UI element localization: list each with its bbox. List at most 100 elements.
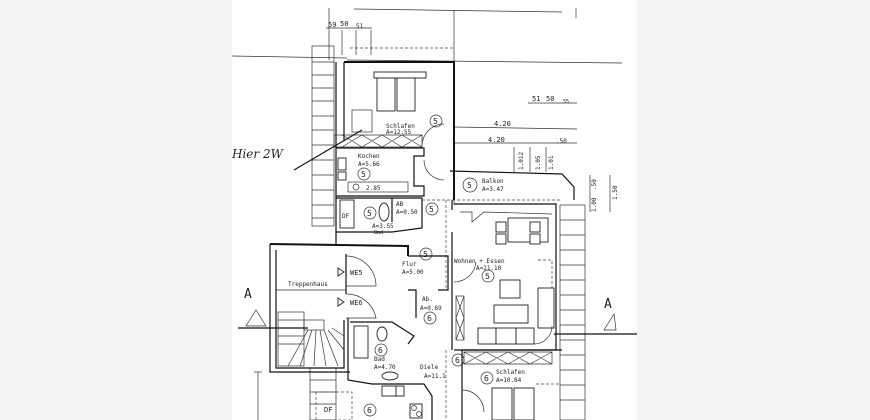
room-marker-text: 5: [429, 205, 434, 214]
chair: [529, 221, 541, 233]
room-marker-text: 6: [455, 356, 460, 365]
exterior-wall: [269, 243, 409, 256]
boundary-line: [346, 59, 623, 64]
room-name: Bad: [374, 356, 385, 363]
room-schlafen-bottom: 6 Schlafen A=10.84: [461, 349, 562, 420]
room-bad-bottom: 6 Bad A=4.70: [347, 318, 433, 420]
toilet: [378, 202, 390, 222]
upper-unit-walls: [335, 61, 455, 244]
room-marker: [357, 167, 371, 181]
stair-step: [323, 329, 339, 367]
room-name: Bad: [374, 230, 383, 236]
interior-wall: [347, 318, 433, 420]
dim-text: 4.20: [494, 120, 511, 128]
top-dimension: 59 50 51: [326, 20, 372, 55]
df-label: DF: [342, 213, 350, 220]
room-name: Treppenhaus: [288, 281, 328, 288]
window-truss: [333, 134, 423, 148]
section-label: A: [244, 287, 252, 302]
dashed-box: [315, 391, 353, 420]
wm-area: 2.85: [366, 185, 381, 192]
unit-label: WE6: [350, 299, 363, 307]
interior-wall: [336, 147, 425, 197]
room-name: Schlafen: [386, 123, 415, 130]
sink: [381, 371, 399, 381]
burner: [416, 411, 422, 417]
wardrobe-cross: [455, 295, 465, 341]
dim-text: 4.20: [488, 136, 505, 144]
room-marker-text: 5: [361, 170, 366, 179]
wardrobe: [351, 109, 373, 133]
stair-landing: [303, 319, 325, 331]
room-marker-text: 6: [427, 314, 432, 323]
room-marker-text: 5: [367, 209, 372, 218]
washer: [381, 385, 397, 397]
interior-wall: [408, 289, 417, 318]
room-marker: [419, 247, 433, 261]
left-facade: [309, 45, 337, 420]
interior-wall: [336, 197, 423, 233]
room-name: Schlafen: [496, 369, 525, 376]
room-marker: [374, 343, 388, 357]
wardrobe: [455, 295, 465, 341]
sofa-seat: [495, 327, 517, 345]
room-name: Diele: [420, 364, 438, 371]
side-dimension: 1.00 .50 1.50: [589, 175, 619, 212]
door-swing: [345, 293, 377, 319]
boundary-line: [232, 55, 348, 59]
room-area: A=3.47: [482, 186, 504, 193]
chair: [495, 233, 507, 245]
section-marker-right: A: [554, 297, 637, 335]
door-swing: [423, 159, 445, 181]
dim-text: 1.012: [518, 152, 525, 170]
room-marker: [363, 403, 377, 417]
room-marker: [363, 206, 377, 220]
room-name: AB: [396, 201, 404, 208]
dim-text: 1.05: [535, 155, 542, 170]
dim-text: 1.50: [612, 185, 619, 200]
bed: [376, 77, 396, 112]
handwritten-note: Hier 2W: [232, 147, 285, 161]
balcony: 1.012 1.05 1.01 5 Balkon A=3.47: [449, 147, 575, 200]
coffee-table: [493, 304, 529, 324]
right-dimension: 51 50 55 4.20 4.20 .50: [453, 95, 578, 145]
wall-detail: [460, 211, 553, 223]
door-swing: [421, 123, 445, 147]
door-swing: [345, 255, 377, 287]
room-area: A=4.70: [374, 364, 396, 371]
room-marker-text: 5: [433, 117, 438, 126]
annotation-arrow: [293, 129, 363, 171]
room-name: Kochen: [358, 153, 380, 160]
dim-text: 51: [356, 23, 364, 30]
unit-label: WE5: [350, 269, 363, 277]
bathtub: [353, 325, 369, 359]
bed: [396, 77, 416, 112]
room-kochen: Kochen A=5.66 5 2.85: [336, 147, 445, 197]
room-marker: [423, 311, 437, 325]
dining-table: [507, 217, 549, 243]
bed: [513, 387, 535, 420]
dim-text: 50: [340, 20, 348, 28]
room-df-bottom: DF 6: [315, 391, 377, 420]
stair-step: [319, 329, 327, 367]
room-marker-text: 5: [485, 272, 490, 281]
room-area: A=3.55: [372, 223, 394, 230]
room-area: A=0.50: [396, 209, 418, 216]
balcony-rail: [449, 170, 575, 200]
stair-wall: [275, 250, 345, 369]
room-marker: [429, 114, 443, 128]
room-marker-text: 6: [378, 346, 383, 355]
stair-step: [327, 329, 345, 351]
stair-flight: [277, 311, 305, 367]
sofa-seat: [515, 327, 535, 345]
door-swing: [453, 261, 477, 283]
stove: [409, 403, 423, 419]
interior-wall: [408, 255, 449, 291]
room-marker-text: 5: [423, 250, 428, 259]
section-marker-left: A: [238, 287, 308, 420]
room-schlafen-top: Schlafen A=12.55 5: [333, 71, 445, 148]
section-triangle-icon: [603, 312, 617, 331]
floor-plan: 59 50 51 51 50 55 4.20 4.20 .50 1.012 1.…: [232, 8, 637, 420]
stove: [337, 157, 347, 171]
room-marker: [480, 371, 494, 385]
